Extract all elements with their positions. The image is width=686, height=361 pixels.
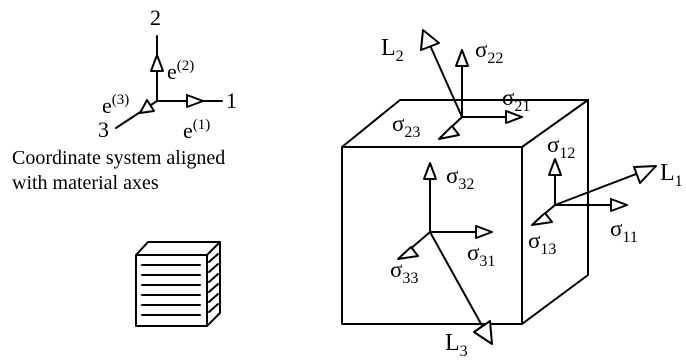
cube-front-face	[341, 146, 523, 325]
front-face-vectors	[397, 162, 493, 345]
sigma11-label: σ11	[610, 216, 638, 246]
axis-label-3: 3	[98, 117, 109, 142]
right-face-vectors	[531, 158, 657, 226]
sigma22-arrowhead	[455, 49, 469, 67]
coordinate-triad	[115, 35, 223, 129]
e2-arrowhead	[150, 54, 164, 72]
L2-normal-line	[424, 33, 463, 118]
cube-edge-bottom-right	[521, 274, 589, 325]
sigma21-arrowhead	[505, 110, 523, 124]
top-face-vectors	[420, 29, 523, 140]
sigma13-arrowhead	[531, 212, 553, 226]
sigma23-arrowhead	[438, 125, 460, 140]
L3-arrowhead	[473, 320, 493, 345]
e3-arrowhead	[139, 99, 155, 114]
cube-edge-top-left	[341, 99, 401, 148]
L3-label: L3	[445, 330, 468, 360]
sigma32-label: σ32	[446, 163, 474, 193]
L2-arrowhead	[420, 29, 440, 51]
sigma33-arrowhead	[397, 246, 419, 260]
sigma11-arrowhead	[610, 198, 628, 212]
e1-arrowhead	[186, 94, 204, 108]
L2-label: L2	[381, 35, 404, 65]
sigma12-arrowhead	[548, 158, 562, 176]
cube-edge-top-right	[521, 99, 589, 148]
e1-label: e(1)	[183, 117, 210, 143]
axis-label-1: 1	[226, 88, 237, 113]
caption-line-2: with material axes	[12, 172, 159, 194]
e3-label: e(3)	[102, 92, 129, 118]
axis-label-2: 2	[150, 5, 161, 30]
e2-label: e(2)	[167, 58, 194, 84]
sigma12-label: σ12	[547, 132, 575, 162]
sigma13-label: σ13	[528, 228, 556, 258]
sigma31-arrowhead	[475, 225, 493, 239]
laminate-block-icon	[135, 241, 221, 327]
sigma23-label: σ23	[392, 111, 420, 141]
sigma32-arrowhead	[423, 162, 437, 180]
coordinate-system-caption: Coordinate system aligned with material …	[12, 146, 312, 196]
caption-line-1: Coordinate system aligned	[12, 147, 226, 169]
sigma31-label: σ31	[467, 240, 495, 270]
sigma21-label: σ21	[502, 85, 530, 115]
L1-arrowhead	[633, 165, 657, 184]
sigma33-label: σ33	[390, 257, 418, 287]
stress-cube	[341, 99, 589, 325]
sigma22-label: σ22	[475, 37, 503, 67]
L3-normal-line	[429, 231, 491, 341]
L1-label: L1	[660, 160, 683, 190]
